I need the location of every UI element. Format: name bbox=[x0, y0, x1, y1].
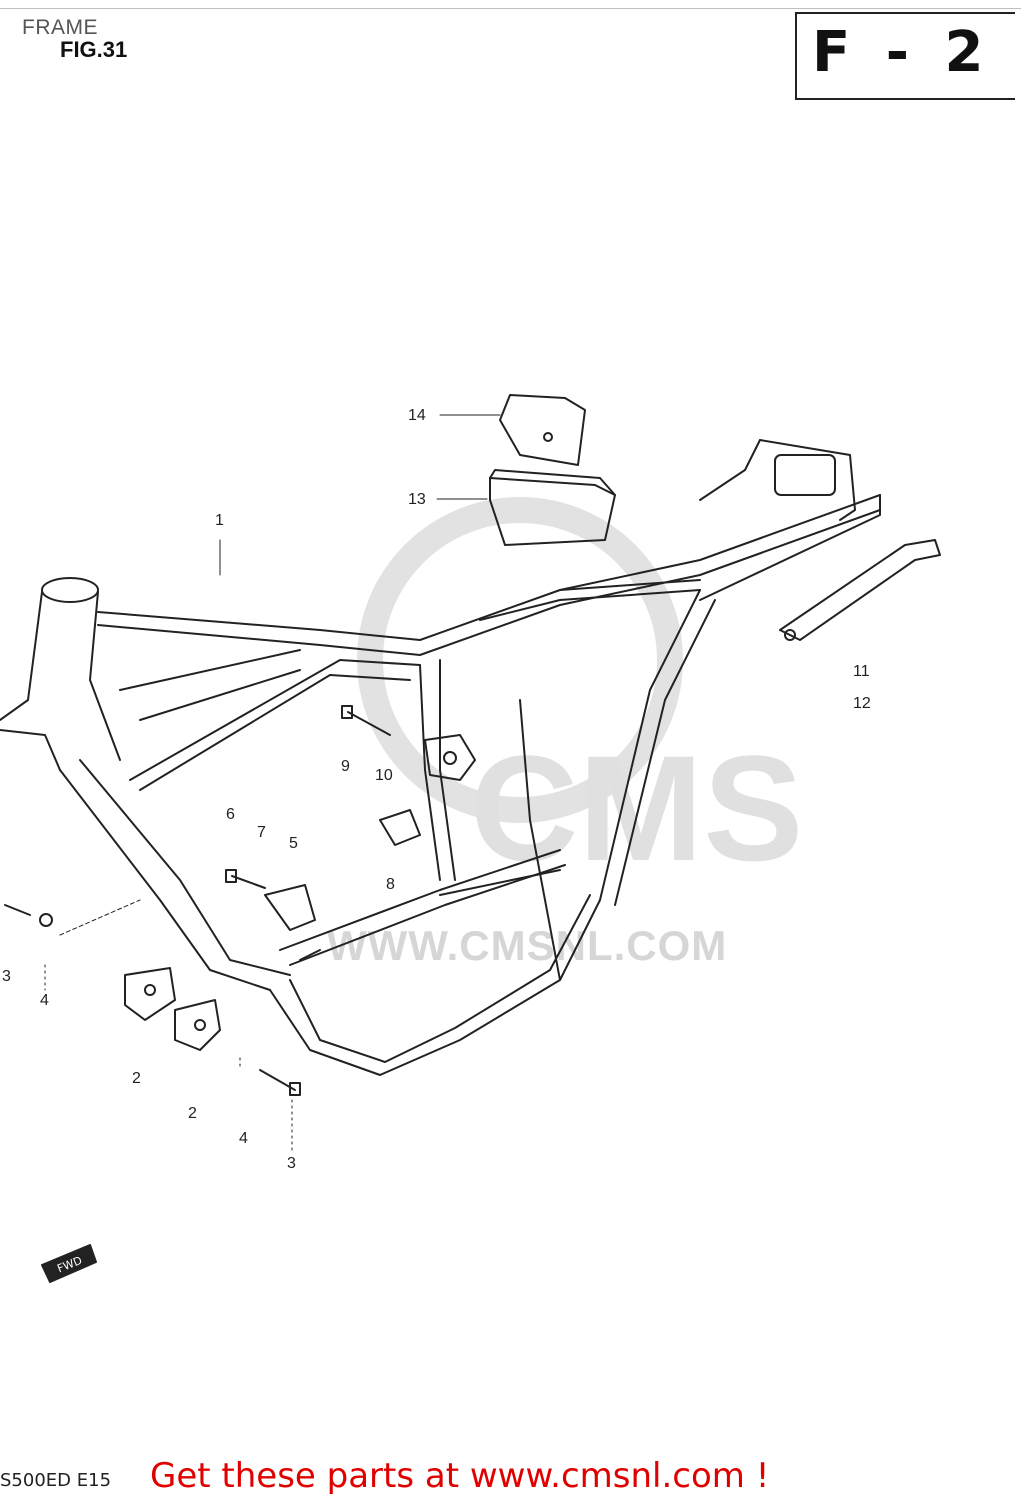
rear-brace bbox=[779, 539, 941, 641]
rear-loop bbox=[699, 439, 856, 521]
callout-3: 3 bbox=[287, 1155, 296, 1172]
callout-7: 7 bbox=[257, 824, 266, 841]
callout-14: 14 bbox=[408, 407, 426, 424]
callout-5: 5 bbox=[289, 835, 298, 852]
callout-2: 2 bbox=[132, 1070, 141, 1087]
fwd-arrow: FWD bbox=[41, 1244, 97, 1283]
watermark-wheel bbox=[357, 497, 683, 823]
watermark-brand: CMS bbox=[470, 724, 803, 892]
callout-4: 4 bbox=[40, 992, 49, 1009]
parts-shop-link[interactable]: Get these parts at www.cmsnl.com ! bbox=[150, 1456, 770, 1496]
callout-2: 2 bbox=[188, 1105, 197, 1122]
callout-6: 6 bbox=[226, 806, 235, 823]
steering-head bbox=[0, 577, 121, 771]
battery-box bbox=[489, 469, 616, 546]
model-code: S500ED E15 bbox=[0, 1470, 112, 1491]
callout-8: 8 bbox=[386, 876, 395, 893]
callout-12: 12 bbox=[853, 695, 871, 712]
frame-rear-uprights bbox=[419, 589, 716, 981]
page-code: F - 2 bbox=[812, 20, 992, 85]
bolts bbox=[4, 705, 391, 1096]
battery-cover bbox=[499, 394, 586, 466]
frame-cradle bbox=[269, 849, 601, 1076]
leader-lines bbox=[44, 414, 501, 1151]
frame-down-tubes bbox=[59, 659, 421, 991]
engine-mount-brackets bbox=[124, 734, 476, 1051]
page-code-box bbox=[795, 12, 1015, 100]
callout-11: 11 bbox=[853, 663, 870, 680]
frame-top-rails bbox=[97, 494, 881, 721]
section-title: FRAME bbox=[22, 16, 98, 39]
frame-cross-members bbox=[299, 579, 701, 961]
callout-13: 13 bbox=[408, 491, 426, 508]
figure-number: FIG.31 bbox=[60, 37, 128, 62]
callout-9: 9 bbox=[341, 758, 350, 775]
callout-4: 4 bbox=[239, 1130, 248, 1147]
callout-1: 1 bbox=[215, 512, 224, 529]
callout-10: 10 bbox=[375, 767, 393, 784]
top-rule bbox=[0, 8, 1021, 9]
watermark-url: WWW.CMSNL.COM bbox=[327, 922, 728, 969]
callout-3: 3 bbox=[2, 968, 11, 985]
